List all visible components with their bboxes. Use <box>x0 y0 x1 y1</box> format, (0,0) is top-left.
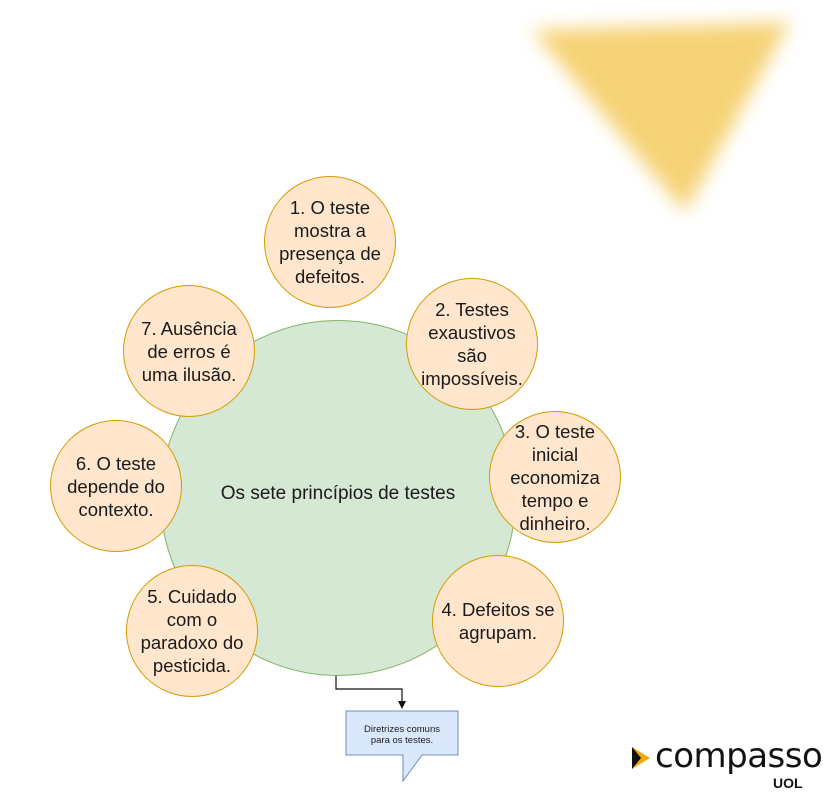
callout-shape <box>345 710 459 783</box>
compasso-logo-icon <box>632 747 650 769</box>
principle-2-label: 2. Testes exaustivos são impossíveis. <box>421 299 523 389</box>
principle-2-circle: 2. Testes exaustivos são impossíveis. <box>406 278 538 410</box>
connector-arrow-head <box>398 701 406 709</box>
principle-3-circle: 3. O teste inicial economiza tempo e din… <box>489 411 621 543</box>
principle-3-label: 3. O teste inicial economiza tempo e din… <box>510 420 600 534</box>
principle-4-label: 4. Defeitos se agrupam. <box>441 599 555 643</box>
principle-5-label: 5. Cuidado com o paradoxo do pesticida. <box>140 586 244 676</box>
compasso-logo: compasso UOL <box>630 736 823 794</box>
principle-7-circle: 7. Ausência de erros é uma ilusão. <box>123 285 255 417</box>
logo-wordmark: compasso <box>655 736 823 776</box>
connector-arrow-line <box>335 668 403 701</box>
principle-7-label: 7. Ausência de erros é uma ilusão. <box>141 317 237 385</box>
callout-label: Diretrizes comuns para os testes. <box>363 723 441 747</box>
principle-6-label: 6. O teste depende do contexto. <box>67 452 165 520</box>
principle-1-label: 1. O teste mostra a presença de defeitos… <box>279 197 381 287</box>
decorative-triangle <box>532 22 790 212</box>
logo-sub-label: UOL <box>773 775 803 791</box>
principle-4-circle: 4. Defeitos se agrupam. <box>432 555 564 687</box>
principle-1-circle: 1. O teste mostra a presença de defeitos… <box>264 176 396 308</box>
principle-5-circle: 5. Cuidado com o paradoxo do pesticida. <box>126 565 258 697</box>
center-label: Os sete princípios de testes <box>220 483 456 504</box>
principle-6-circle: 6. O teste depende do contexto. <box>50 420 182 552</box>
